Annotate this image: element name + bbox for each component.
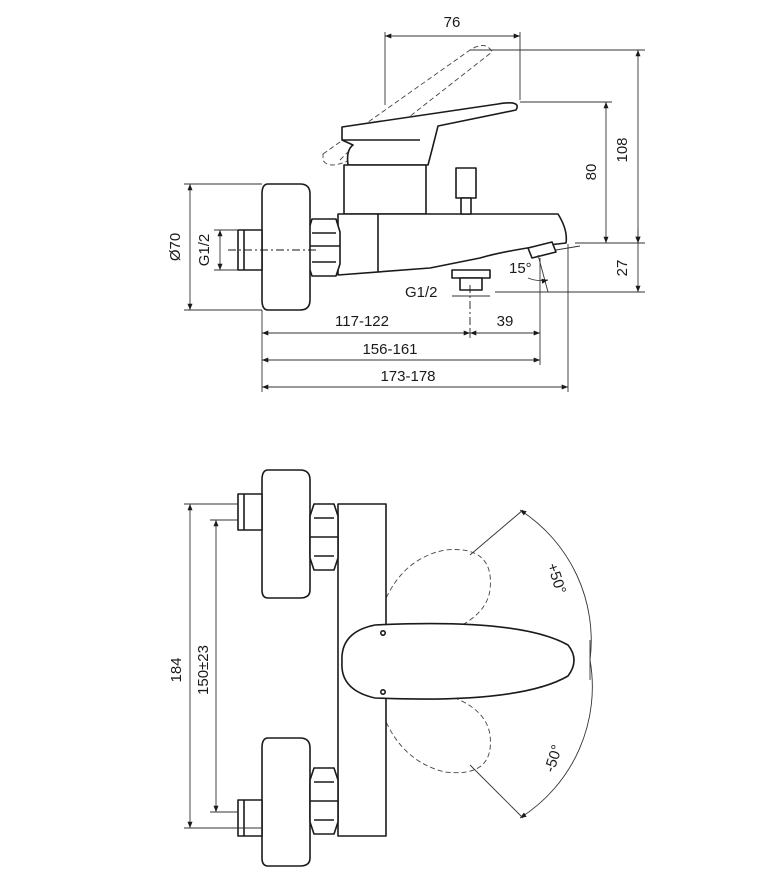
top-view: 184 150±23 +50° -50° <box>168 469 593 867</box>
cartridge-housing <box>343 164 427 215</box>
dim-rotation-minus: -50° <box>541 743 566 775</box>
dim-outlet-thread: G1/2 <box>405 284 438 301</box>
diverter-knob <box>455 167 477 199</box>
inlet-pipe-top <box>237 493 263 531</box>
mixer-body <box>337 213 568 276</box>
handle-ghost-minus <box>377 687 491 774</box>
dim-depth-total: 173-178 <box>380 368 435 385</box>
dim-inlet-spacing: 150±23 <box>195 645 212 695</box>
bottom-outlet <box>451 269 491 279</box>
dim-height-total: 108 <box>614 137 631 162</box>
wall-rosette <box>261 183 311 311</box>
dim-inlet-thread: G1/2 <box>196 234 213 267</box>
rotation-arc-minus <box>519 659 593 819</box>
side-view: 76 108 80 27 Ø70 G1/2 G1/2 15° <box>167 14 645 392</box>
dim-body-diameter: Ø70 <box>167 233 184 261</box>
rotation-arc-plus <box>519 509 592 661</box>
dim-height-handle: 80 <box>583 164 600 181</box>
dim-outlet-to-spout: 39 <box>497 313 514 330</box>
rosette-top <box>261 469 311 599</box>
dim-spout-angle: 15° <box>509 260 532 277</box>
dim-depth-spout: 156-161 <box>362 341 417 358</box>
dim-spout-drop: 27 <box>614 260 631 277</box>
lever-handle-top <box>341 622 575 700</box>
rosette-bottom <box>261 737 311 867</box>
lever-handle <box>341 102 518 166</box>
spout-outlet <box>527 241 557 259</box>
dim-handle-length: 76 <box>444 14 461 31</box>
hex-nut <box>307 218 341 277</box>
handle-ghost-plus <box>377 549 491 641</box>
dim-depth-outlet: 117-122 <box>335 313 389 330</box>
dim-rotation-plus: +50° <box>543 561 569 596</box>
dim-overall-length: 184 <box>168 657 185 682</box>
inlet-pipe-bottom <box>237 799 263 837</box>
